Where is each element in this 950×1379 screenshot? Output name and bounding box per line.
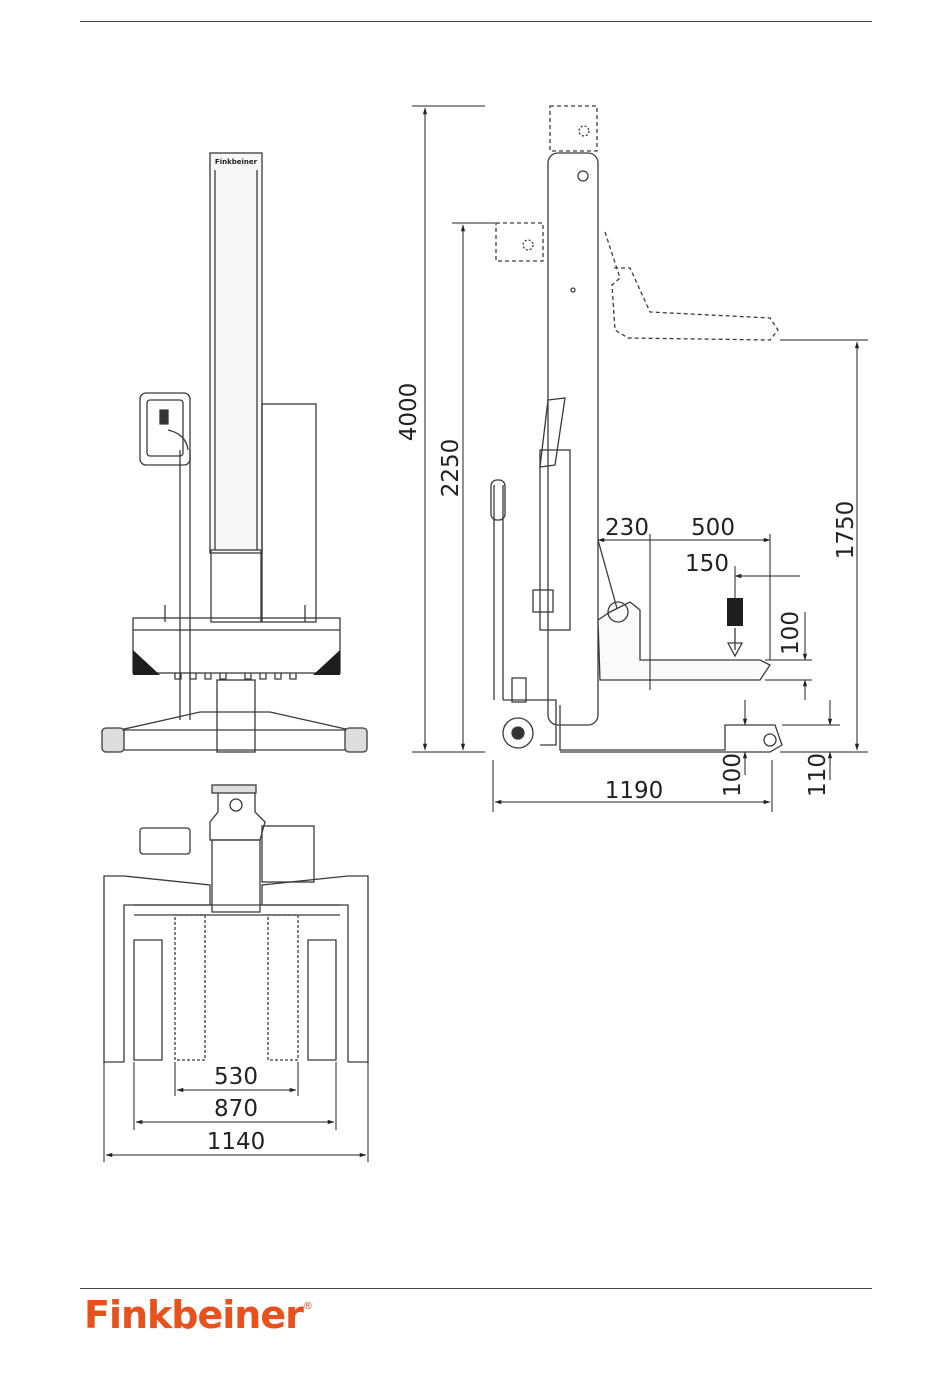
- front-base: [108, 730, 360, 750]
- finkbeiner-logo: Finkbeiner®: [84, 1296, 312, 1334]
- side-base: [560, 705, 782, 752]
- top-inner-left-fork: [175, 915, 205, 1060]
- side-raised-fork: [605, 232, 778, 340]
- front-view: Finkbeiner: [102, 153, 367, 752]
- side-mast: [548, 153, 598, 725]
- registered-mark: ®: [303, 1301, 312, 1312]
- front-carriage: [133, 618, 340, 673]
- top-mast-cap: [212, 785, 256, 793]
- weight-icon: [727, 598, 743, 626]
- top-control-box: [140, 828, 190, 854]
- top-right-fork: [308, 940, 336, 1060]
- top-right-arm: [262, 876, 368, 1062]
- dim-width-middle: 870: [214, 1096, 258, 1122]
- mast-logo: Finkbeiner: [215, 158, 258, 166]
- side-view: [491, 106, 782, 752]
- front-mast: [210, 153, 262, 553]
- dim-fork-low-height: 100: [720, 753, 746, 797]
- top-column: [212, 840, 260, 912]
- dim-fork-length: 500: [691, 515, 735, 541]
- dimension-labels: 4000 2250 1750 230 500 150 100 100 110 1…: [207, 383, 859, 1155]
- dim-width-inner: 530: [214, 1064, 258, 1090]
- top-inner-right-fork: [268, 915, 298, 1060]
- dim-base-height: 110: [805, 753, 831, 797]
- top-left-arm: [104, 876, 210, 1062]
- brand-name: Finkbeiner: [84, 1293, 303, 1337]
- dim-fork-offset: 230: [605, 515, 649, 541]
- dim-total-height: 4000: [396, 383, 422, 442]
- dim-depth: 1190: [605, 778, 664, 804]
- side-fork: [598, 602, 770, 680]
- front-inner-mast: [211, 550, 261, 622]
- top-view: [104, 785, 368, 1062]
- top-left-fork: [134, 940, 162, 1060]
- side-top-dashed: [550, 106, 597, 151]
- front-rear-panel: [262, 404, 316, 622]
- front-lower-column: [217, 680, 255, 752]
- side-body: [540, 450, 570, 630]
- side-mid-dashed: [496, 223, 543, 261]
- dim-width-outer: 1140: [207, 1129, 266, 1155]
- dim-load-center: 150: [685, 551, 729, 577]
- dim-lift-height: 2250: [438, 439, 464, 498]
- dim-fork-thickness: 100: [778, 611, 804, 655]
- side-control-box: [540, 398, 565, 467]
- dim-lift-top: 1750: [833, 501, 859, 560]
